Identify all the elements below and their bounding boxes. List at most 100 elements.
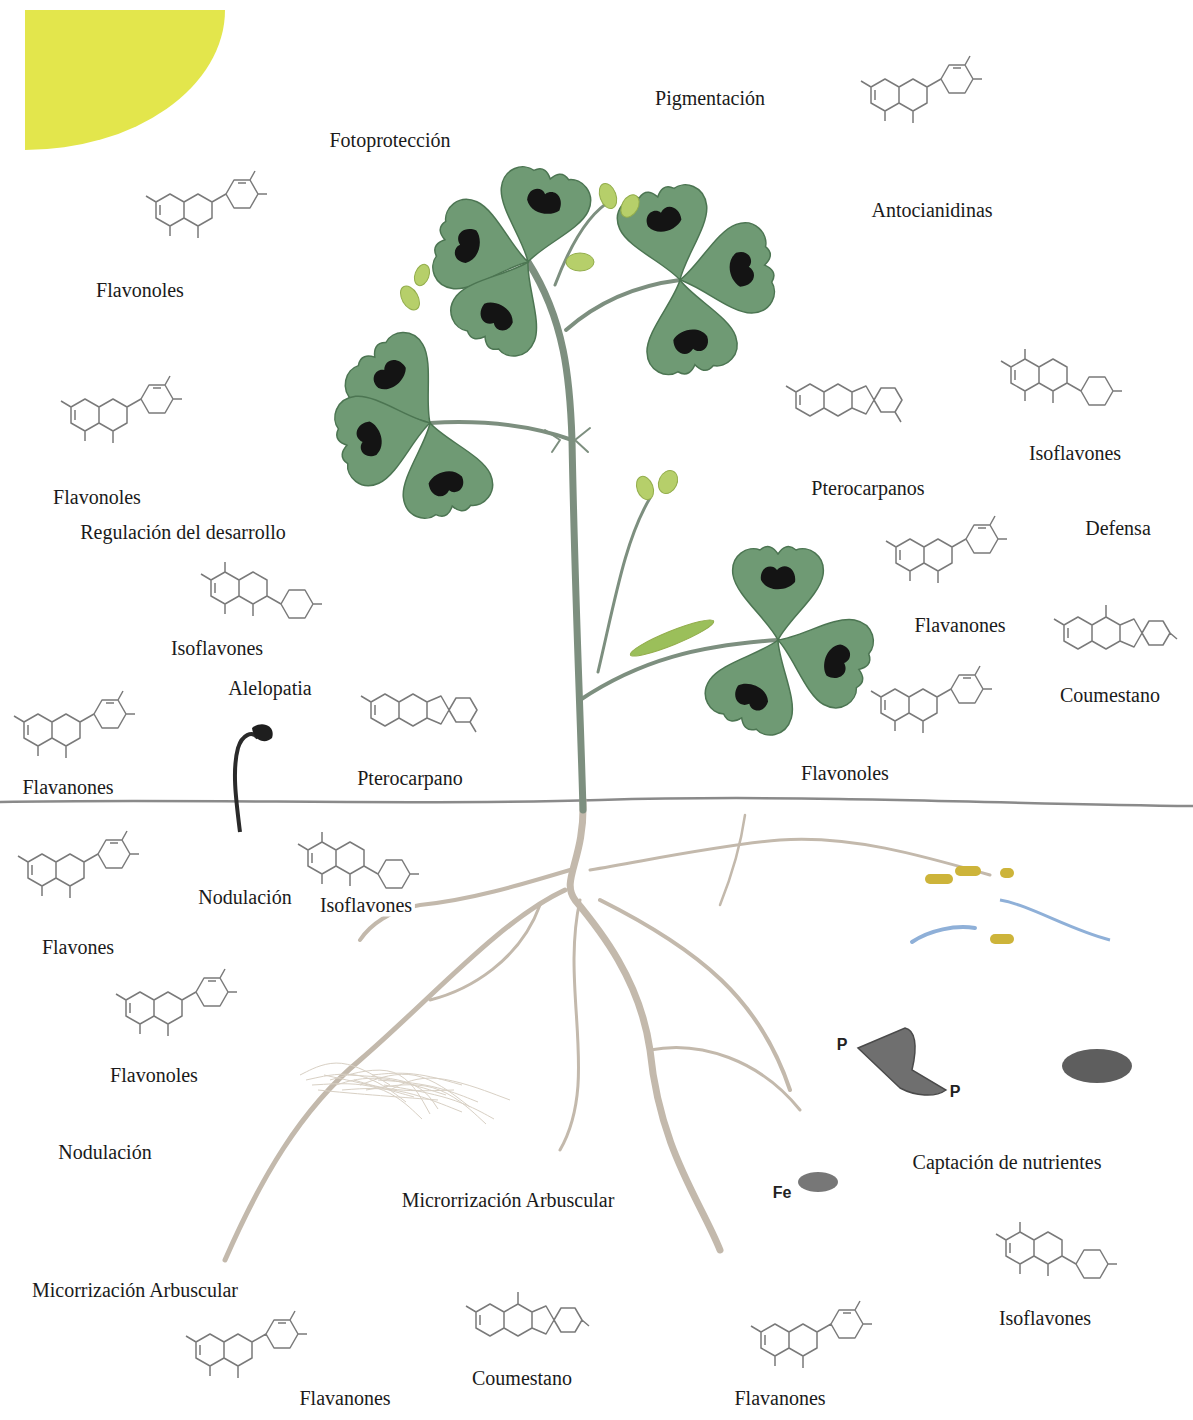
isoflavone-structure [1001,349,1122,405]
function-label: Alelopatia [225,677,314,700]
function-label: Micorrización Arbuscular [29,1279,241,1302]
root-hair [366,1085,486,1124]
function-label: Flavanones [296,1387,393,1410]
root-hair [330,1070,430,1114]
function-label: Regulación del desarrollo [77,521,289,544]
soil-particles [798,1028,1132,1192]
function-label: Flavanones [911,614,1008,637]
anthocyanidin-structure [861,56,982,123]
seedling-leaf [252,724,273,741]
function-label: Isoflavones [168,637,266,660]
bacterium [925,874,953,884]
function-label: Fotoprotección [326,129,453,152]
seedling [235,724,273,832]
mineral-particle [1062,1049,1132,1083]
roots [225,800,990,1260]
function-label: Flavones [39,936,117,959]
soil-bacteria [912,866,1110,944]
leaves [328,160,881,744]
function-label: Flavonoles [50,486,144,509]
leaflet [386,411,498,525]
root-hairs [300,1063,510,1124]
root [430,905,540,1000]
root-hair [384,1085,494,1119]
iron-particle [798,1172,838,1192]
function-label: Flavonoles [798,762,892,785]
element-symbol: Fe [773,1184,792,1202]
root [720,815,745,905]
function-label: Nodulación [55,1141,154,1164]
branch [430,422,572,440]
root [600,900,790,1090]
bud [412,262,433,287]
function-label: Pterocarpano [354,767,466,790]
element-symbol: P [950,1083,961,1101]
bud [617,192,643,221]
isoflavone-structure [298,832,419,888]
function-label: Antocianidinas [868,199,995,222]
root [560,900,580,1150]
seedling-stem [235,734,258,832]
flavonol-structure [146,171,267,238]
root [650,1048,800,1111]
bacterium [990,934,1014,944]
coumestan-structure [1054,605,1177,649]
function-label: Isoflavones [317,894,415,917]
bud [566,253,594,271]
ground-line [0,798,1193,806]
bud [633,474,656,502]
function-label: Flavonoles [93,279,187,302]
function-label: Pigmentación [652,87,768,110]
bud [596,181,620,211]
function-label: Flavonoles [107,1064,201,1087]
function-label: Isoflavones [1026,442,1124,465]
flavanone-structure [14,691,135,758]
root-hair [390,1078,510,1100]
stipule-leaf [628,615,717,662]
stipules [545,428,590,452]
isoflavone-structure [201,562,322,618]
buds [397,181,717,661]
flavonol-structure [871,666,992,733]
main-stem [528,262,583,810]
leaflet [484,160,596,274]
isoflavone-structure [996,1222,1117,1278]
function-label: Flavanones [731,1387,828,1410]
phosphate-rock [858,1028,946,1095]
root [570,800,720,1250]
leaflet [635,272,741,380]
function-label: Coumestano [1057,684,1163,707]
function-label: Pterocarpanos [808,477,927,500]
flavone-structure [18,831,139,898]
pterocarpan-structure [786,384,902,422]
flavonol-structure [61,376,182,443]
function-label: Coumestano [469,1367,575,1390]
function-label: Defensa [1082,517,1154,540]
flavanone-structure [186,1311,307,1378]
leaflet [733,547,824,640]
root [590,839,990,875]
leaflet [697,621,819,744]
sun [25,10,225,150]
chemical-structures [14,56,1177,1378]
flavanone-structure [751,1301,872,1368]
function-label: Microrrización Arbuscular [399,1189,618,1212]
leaflet [442,239,567,365]
flavanone-structure [886,516,1007,583]
function-label: Captación de nutrientes [910,1151,1105,1174]
flavonol-structure [116,969,237,1036]
coumestan-structure [466,1292,589,1336]
function-label: Isoflavones [996,1307,1094,1330]
bud [397,283,424,314]
function-label: Nodulación [195,886,294,909]
hypha [1000,900,1110,940]
bacterium [955,866,981,876]
element-symbol: P [837,1036,848,1054]
hypha [912,927,975,942]
bud [655,467,681,496]
pterocarpan-structure [361,694,477,732]
function-label: Flavanones [19,776,116,799]
bacterium [1000,868,1014,878]
